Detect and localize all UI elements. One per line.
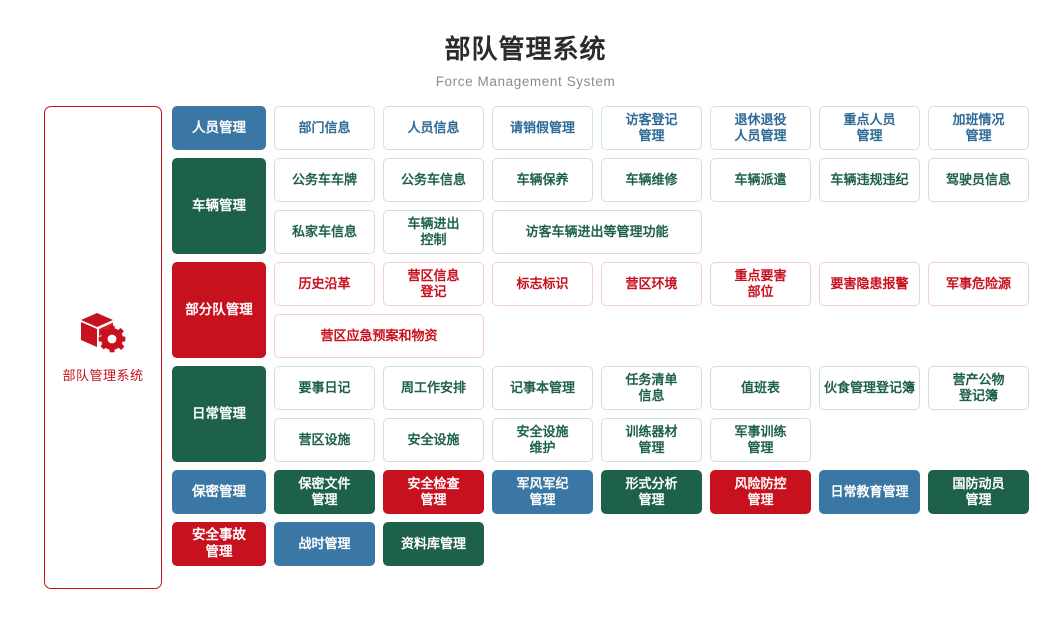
- page-subtitle: Force Management System: [435, 74, 616, 90]
- module-row: 车辆管理公务车车牌公务车信息车辆保养车辆维修车辆派遣车辆违规违纪驾驶员信息私家车…: [172, 158, 1051, 255]
- module-row-items: 公务车车牌公务车信息车辆保养车辆维修车辆派遣车辆违规违纪驾驶员信息私家车信息车辆…: [274, 158, 1051, 255]
- module-button-战时管理[interactable]: 战时管理: [274, 522, 375, 567]
- module-button-军事训练管理[interactable]: 军事训练管理: [710, 418, 811, 463]
- module-button-请销假管理[interactable]: 请销假管理: [492, 106, 593, 151]
- module-button-车辆进出控制[interactable]: 车辆进出控制: [383, 210, 484, 255]
- module-button-营区信息登记[interactable]: 营区信息登记: [383, 262, 484, 307]
- module-subrow: 要事日记周工作安排记事本管理任务清单信息值班表伙食管理登记簿营产公物登记簿: [274, 366, 1051, 411]
- module-button-车辆派遣[interactable]: 车辆派遣: [710, 158, 811, 203]
- module-subrow: 部门信息人员信息请销假管理访客登记管理退休退役人员管理重点人员管理加班情况管理: [274, 106, 1051, 151]
- sidebar-panel[interactable]: 部队管理系统: [44, 106, 162, 590]
- module-button-驾驶员信息[interactable]: 驾驶员信息: [928, 158, 1029, 203]
- module-button-国防动员管理[interactable]: 国防动员管理: [928, 470, 1029, 515]
- page-title: 部队管理系统: [444, 34, 607, 64]
- cube-gear-icon: [81, 312, 126, 353]
- module-button-记事本管理[interactable]: 记事本管理: [492, 366, 593, 411]
- module-button-车辆保养[interactable]: 车辆保养: [492, 158, 593, 203]
- module-button-伙食管理登记簿[interactable]: 伙食管理登记簿: [819, 366, 920, 411]
- module-button-历史沿革[interactable]: 历史沿革: [274, 262, 375, 307]
- module-subrow: 战时管理资料库管理: [274, 522, 1051, 567]
- module-subrow: 公务车车牌公务车信息车辆保养车辆维修车辆派遣车辆违规违纪驾驶员信息: [274, 158, 1051, 203]
- module-button-日常教育管理[interactable]: 日常教育管理: [819, 470, 920, 515]
- module-button-加班情况管理[interactable]: 加班情况管理: [928, 106, 1029, 151]
- module-subrow: 保密文件管理安全检查管理军风军纪管理形式分析管理风险防控管理日常教育管理国防动员…: [274, 470, 1051, 515]
- module-button-要事日记[interactable]: 要事日记: [274, 366, 375, 411]
- category-button-日常管理[interactable]: 日常管理: [172, 366, 266, 463]
- module-button-形式分析管理[interactable]: 形式分析管理: [601, 470, 702, 515]
- category-button-安全事故管理[interactable]: 安全事故管理: [172, 522, 266, 567]
- sidebar-label: 部队管理系统: [62, 367, 144, 383]
- module-row: 安全事故管理战时管理资料库管理: [172, 522, 1051, 567]
- module-button-营产公物登记簿[interactable]: 营产公物登记簿: [928, 366, 1029, 411]
- page-header: 部队管理系统 Force Management System: [0, 0, 1051, 89]
- module-button-重点要害部位[interactable]: 重点要害部位: [710, 262, 811, 307]
- module-button-安全设施[interactable]: 安全设施: [383, 418, 484, 463]
- module-row-items: 保密文件管理安全检查管理军风军纪管理形式分析管理风险防控管理日常教育管理国防动员…: [274, 470, 1051, 515]
- main-layout: 部队管理系统 人员管理部门信息人员信息请销假管理访客登记管理退休退役人员管理重点…: [0, 89, 1051, 590]
- module-button-人员信息[interactable]: 人员信息: [383, 106, 484, 151]
- module-button-安全设施维护[interactable]: 安全设施维护: [492, 418, 593, 463]
- module-row-items: 战时管理资料库管理: [274, 522, 1051, 567]
- module-button-访客登记管理[interactable]: 访客登记管理: [601, 106, 702, 151]
- module-button-周工作安排[interactable]: 周工作安排: [383, 366, 484, 411]
- module-button-训练器材管理[interactable]: 训练器材管理: [601, 418, 702, 463]
- module-button-资料库管理[interactable]: 资料库管理: [383, 522, 484, 567]
- module-button-保密文件管理[interactable]: 保密文件管理: [274, 470, 375, 515]
- module-row: 日常管理要事日记周工作安排记事本管理任务清单信息值班表伙食管理登记簿营产公物登记…: [172, 366, 1051, 463]
- module-button-公务车车牌[interactable]: 公务车车牌: [274, 158, 375, 203]
- module-button-退休退役人员管理[interactable]: 退休退役人员管理: [710, 106, 811, 151]
- module-row-items: 部门信息人员信息请销假管理访客登记管理退休退役人员管理重点人员管理加班情况管理: [274, 106, 1051, 151]
- module-row-items: 要事日记周工作安排记事本管理任务清单信息值班表伙食管理登记簿营产公物登记簿营区设…: [274, 366, 1051, 463]
- module-button-部门信息[interactable]: 部门信息: [274, 106, 375, 151]
- module-button-公务车信息[interactable]: 公务车信息: [383, 158, 484, 203]
- module-button-营区环境[interactable]: 营区环境: [601, 262, 702, 307]
- module-grid: 人员管理部门信息人员信息请销假管理访客登记管理退休退役人员管理重点人员管理加班情…: [172, 106, 1051, 567]
- module-subrow: 私家车信息车辆进出控制访客车辆进出等管理功能: [274, 210, 1051, 255]
- module-button-军风军纪管理[interactable]: 军风军纪管理: [492, 470, 593, 515]
- module-button-车辆违规违纪[interactable]: 车辆违规违纪: [819, 158, 920, 203]
- category-button-车辆管理[interactable]: 车辆管理: [172, 158, 266, 255]
- module-button-访客车辆进出等管理功能[interactable]: 访客车辆进出等管理功能: [492, 210, 702, 255]
- module-subrow: 营区应急预案和物资: [274, 314, 1051, 359]
- module-button-军事危险源[interactable]: 军事危险源: [928, 262, 1029, 307]
- module-button-营区应急预案和物资[interactable]: 营区应急预案和物资: [274, 314, 484, 359]
- module-button-值班表[interactable]: 值班表: [710, 366, 811, 411]
- category-button-人员管理[interactable]: 人员管理: [172, 106, 266, 151]
- module-button-要害隐患报警[interactable]: 要害隐患报警: [819, 262, 920, 307]
- module-subrow: 营区设施安全设施安全设施维护训练器材管理军事训练管理: [274, 418, 1051, 463]
- module-button-重点人员管理[interactable]: 重点人员管理: [819, 106, 920, 151]
- module-button-营区设施[interactable]: 营区设施: [274, 418, 375, 463]
- module-button-任务清单信息[interactable]: 任务清单信息: [601, 366, 702, 411]
- module-button-风险防控管理[interactable]: 风险防控管理: [710, 470, 811, 515]
- category-button-部分队管理[interactable]: 部分队管理: [172, 262, 266, 359]
- category-button-保密管理[interactable]: 保密管理: [172, 470, 266, 515]
- module-row: 部分队管理历史沿革营区信息登记标志标识营区环境重点要害部位要害隐患报警军事危险源…: [172, 262, 1051, 359]
- module-subrow: 历史沿革营区信息登记标志标识营区环境重点要害部位要害隐患报警军事危险源: [274, 262, 1051, 307]
- module-row-items: 历史沿革营区信息登记标志标识营区环境重点要害部位要害隐患报警军事危险源营区应急预…: [274, 262, 1051, 359]
- module-button-车辆维修[interactable]: 车辆维修: [601, 158, 702, 203]
- module-button-安全检查管理[interactable]: 安全检查管理: [383, 470, 484, 515]
- module-row: 保密管理保密文件管理安全检查管理军风军纪管理形式分析管理风险防控管理日常教育管理…: [172, 470, 1051, 515]
- module-row: 人员管理部门信息人员信息请销假管理访客登记管理退休退役人员管理重点人员管理加班情…: [172, 106, 1051, 151]
- module-button-私家车信息[interactable]: 私家车信息: [274, 210, 375, 255]
- module-button-标志标识[interactable]: 标志标识: [492, 262, 593, 307]
